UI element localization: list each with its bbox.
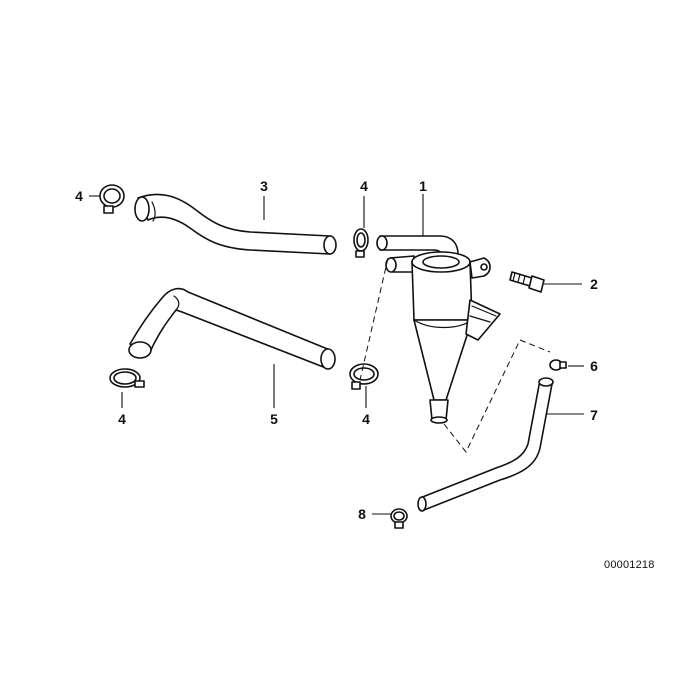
oil-separator — [376, 235, 501, 424]
drain-hose — [417, 377, 554, 512]
assembly-guides — [359, 257, 551, 453]
document-id: 00001218 — [604, 559, 655, 571]
callout-4-lower-right: 4 — [362, 411, 370, 427]
callout-4-upper-left: 4 — [75, 188, 83, 204]
hose-clamp-upper-left — [99, 184, 125, 214]
hose-clamp-lower-right — [349, 363, 379, 390]
callout-3: 3 — [260, 178, 268, 194]
leader-lines — [89, 194, 584, 515]
hose-clamp-lower-left — [109, 368, 145, 388]
small-clamp-lower — [390, 508, 408, 529]
callout-4-upper-right: 4 — [360, 178, 368, 194]
callout-2: 2 — [590, 276, 598, 292]
callout-5: 5 — [270, 411, 278, 427]
bolt — [509, 271, 545, 293]
small-clamp — [549, 359, 567, 371]
breather-hose-upper — [134, 193, 337, 255]
callout-7: 7 — [590, 407, 598, 423]
breather-hose-lower — [128, 287, 336, 370]
callout-6: 6 — [590, 358, 598, 374]
callout-4-lower-left: 4 — [118, 411, 126, 427]
callout-8: 8 — [358, 506, 366, 522]
hose-clamp-upper-right — [353, 228, 369, 258]
callout-1: 1 — [419, 178, 427, 194]
